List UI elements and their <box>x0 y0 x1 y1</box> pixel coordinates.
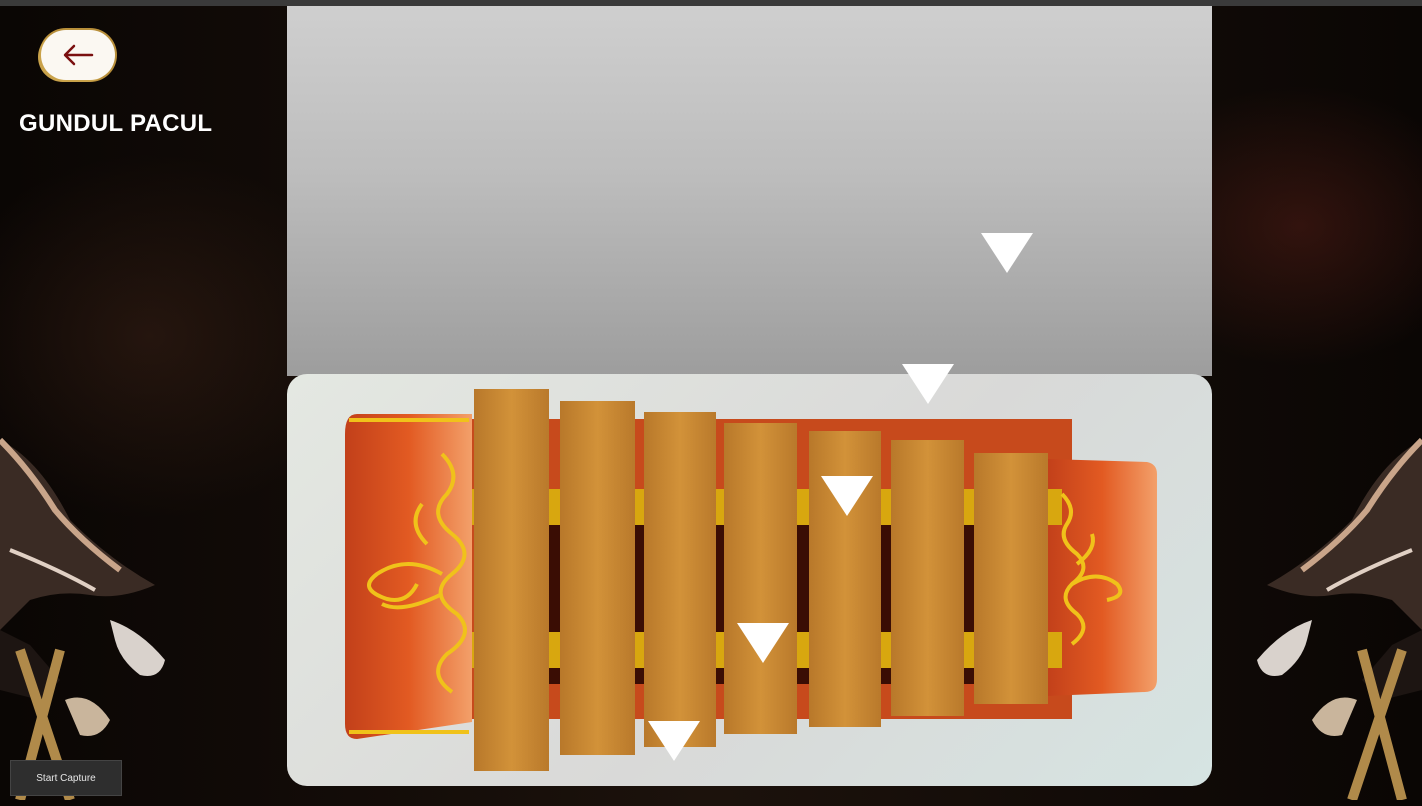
saron-instrument <box>345 389 1157 771</box>
saron-bar-3 <box>644 412 716 747</box>
arrow-left-icon <box>63 44 94 66</box>
back-button[interactable] <box>41 30 115 80</box>
note-lane <box>287 6 1212 376</box>
saron-bar-6 <box>891 440 964 716</box>
wayang-puppet-left-icon <box>0 437 165 800</box>
saron-bar-7 <box>974 453 1048 704</box>
saron-bar-2 <box>560 401 635 755</box>
instrument-frame <box>345 414 472 739</box>
song-title: GUNDUL PACUL <box>19 110 213 137</box>
note-marker-icon <box>648 721 700 761</box>
ornament-left-icon <box>367 452 467 694</box>
note-marker-icon <box>981 233 1033 273</box>
note-marker-icon <box>737 623 789 663</box>
instrument-panel <box>287 374 1212 786</box>
start-capture-button[interactable]: Start Capture <box>10 760 122 796</box>
saron-bar-4 <box>724 423 797 734</box>
ornament-right-icon <box>1060 492 1123 646</box>
wayang-puppet-right-icon <box>1257 437 1422 800</box>
saron-bar-1 <box>474 389 549 771</box>
note-marker-icon <box>902 364 954 404</box>
note-marker-icon <box>821 476 873 516</box>
